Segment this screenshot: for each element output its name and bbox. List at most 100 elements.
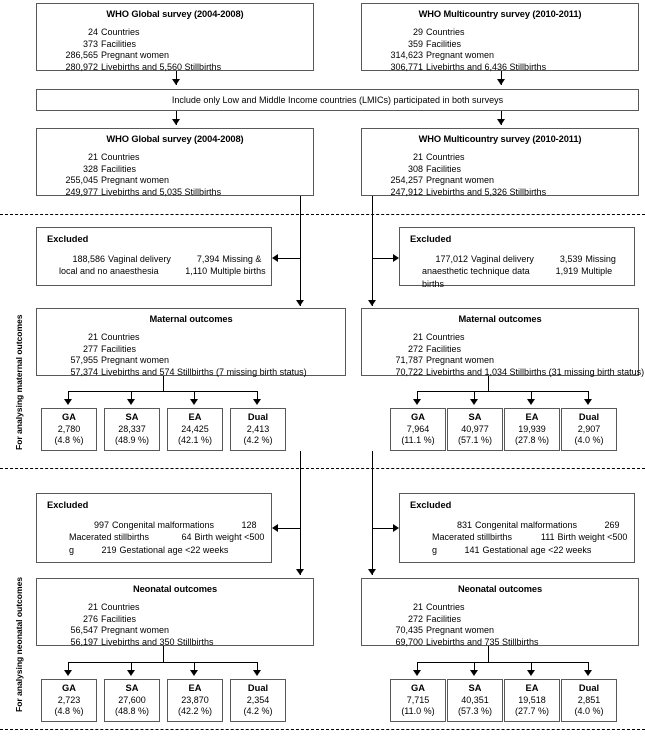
connector-line (300, 451, 301, 575)
side-label-maternal: For analysing maternal outcomes (14, 314, 24, 450)
box-title: WHO Multicountry survey (2010-2011) (418, 134, 582, 144)
leaf-value: 7,964 (406, 423, 430, 434)
leaf-left-neonatal-ga: GA 2,723 (4.8 %) (41, 679, 97, 722)
connector-line (531, 662, 532, 672)
leaf-percent: (4.8 %) (54, 706, 84, 716)
arrow-down-icon (190, 670, 198, 676)
arrow-right-icon (393, 254, 399, 262)
stat-text: Pregnant women (426, 50, 495, 61)
stat-text: Macerated stillbirths (69, 532, 150, 543)
stat-number: 219 (101, 544, 117, 555)
stat-text: Missing & local and no anaesthesia (59, 254, 262, 277)
leaf-label: SA (125, 683, 139, 693)
section-divider-maternal (0, 214, 645, 215)
stat-number: 3,539 (559, 254, 583, 264)
arrow-down-icon (64, 399, 72, 405)
stat-text: Pregnant women (426, 355, 495, 366)
leaf-left-neonatal-sa: SA 27,600 (48.8 %) (104, 679, 160, 722)
arrow-down-icon (172, 119, 180, 125)
leaf-left-maternal-sa: SA 28,337 (48.9 %) (104, 408, 160, 451)
connector-line (131, 391, 132, 401)
stat-number: 21 (412, 152, 423, 162)
stat-text: Multiple births (210, 266, 266, 277)
connector-line (488, 376, 489, 392)
stat-text: Pregnant women (426, 625, 495, 636)
leaf-label: Dual (578, 683, 600, 693)
stat-number: 831 (456, 520, 472, 530)
leaf-right-maternal-dual: Dual 2,907 (4.0 %) (561, 408, 617, 451)
stat-text: Multiple births (422, 266, 613, 289)
excluded-title: Excluded (410, 234, 452, 244)
stat-number: 56,547 (70, 625, 98, 636)
arrow-left-icon (272, 254, 278, 262)
stat-text: Facilities (101, 163, 137, 174)
stat-number: 1,919 (555, 266, 579, 277)
stat-number: 280,972 (65, 61, 98, 72)
stat-text: Facilities (426, 343, 462, 354)
stat-number: 1,110 (185, 266, 208, 277)
stat-text: Birth weight <500 g (432, 532, 628, 555)
stat-number: 21 (87, 602, 98, 612)
connector-line (417, 391, 418, 401)
leaf-left-neonatal-dual: Dual 2,354 (4.2 %) (230, 679, 286, 722)
stat-text: Livebirths and 574 Stillbirths (7 missin… (101, 366, 307, 377)
connector-line (588, 391, 589, 401)
connector-line (488, 646, 489, 663)
stat-text: Pregnant women (101, 355, 170, 366)
leaf-label: GA (62, 683, 76, 693)
leaf-left-neonatal-ea: EA 23,870 (42.2 %) (167, 679, 223, 722)
box-title: Neonatal outcomes (132, 584, 218, 594)
stat-number: 272 (407, 613, 423, 624)
stat-text: Countries (101, 332, 140, 342)
stat-text: Facilities (426, 613, 462, 624)
stat-text: Livebirths and 5,560 Stillbirths (101, 61, 222, 72)
leaf-percent: (42.2 %) (177, 706, 212, 716)
stat-text: Countries (426, 332, 465, 342)
arrow-down-icon (527, 670, 535, 676)
stat-number: 328 (82, 163, 98, 174)
leaf-percent: (4.8 %) (54, 435, 84, 445)
connector-line (300, 196, 301, 306)
section-divider-neonatal (0, 468, 645, 469)
box-title: Maternal outcomes (458, 314, 542, 324)
leaf-right-neonatal-dual: Dual 2,851 (4.0 %) (561, 679, 617, 722)
leaf-percent: (27.7 %) (514, 706, 549, 716)
arrow-down-icon (190, 399, 198, 405)
connector-line (474, 662, 475, 672)
stat-text: Birth weight <500 g (69, 532, 265, 555)
stat-number: 111 (540, 532, 555, 543)
leaf-percent: (11.1 %) (401, 435, 435, 445)
stat-text: Gestational age <22 weeks (119, 544, 229, 555)
leaf-label: EA (525, 412, 539, 422)
stat-number: 997 (93, 520, 109, 530)
leaf-right-maternal-ea: EA 19,939 (27.8 %) (504, 408, 560, 451)
stat-text: Congenital malformations (475, 520, 578, 530)
leaf-value: 23,870 (181, 694, 209, 705)
leaf-label: Dual (578, 412, 600, 422)
stat-number: 277 (82, 343, 98, 354)
leaf-percent: (11.0 %) (401, 706, 435, 716)
connector-line (163, 646, 164, 663)
leaf-percent: (48.8 %) (114, 706, 149, 716)
connector-line (417, 662, 418, 672)
leaf-value: 24,425 (181, 423, 209, 434)
stat-text: Countries (101, 602, 140, 612)
leaf-value: 19,518 (518, 694, 546, 705)
leaf-label: SA (125, 412, 139, 422)
arrow-down-icon (413, 670, 421, 676)
